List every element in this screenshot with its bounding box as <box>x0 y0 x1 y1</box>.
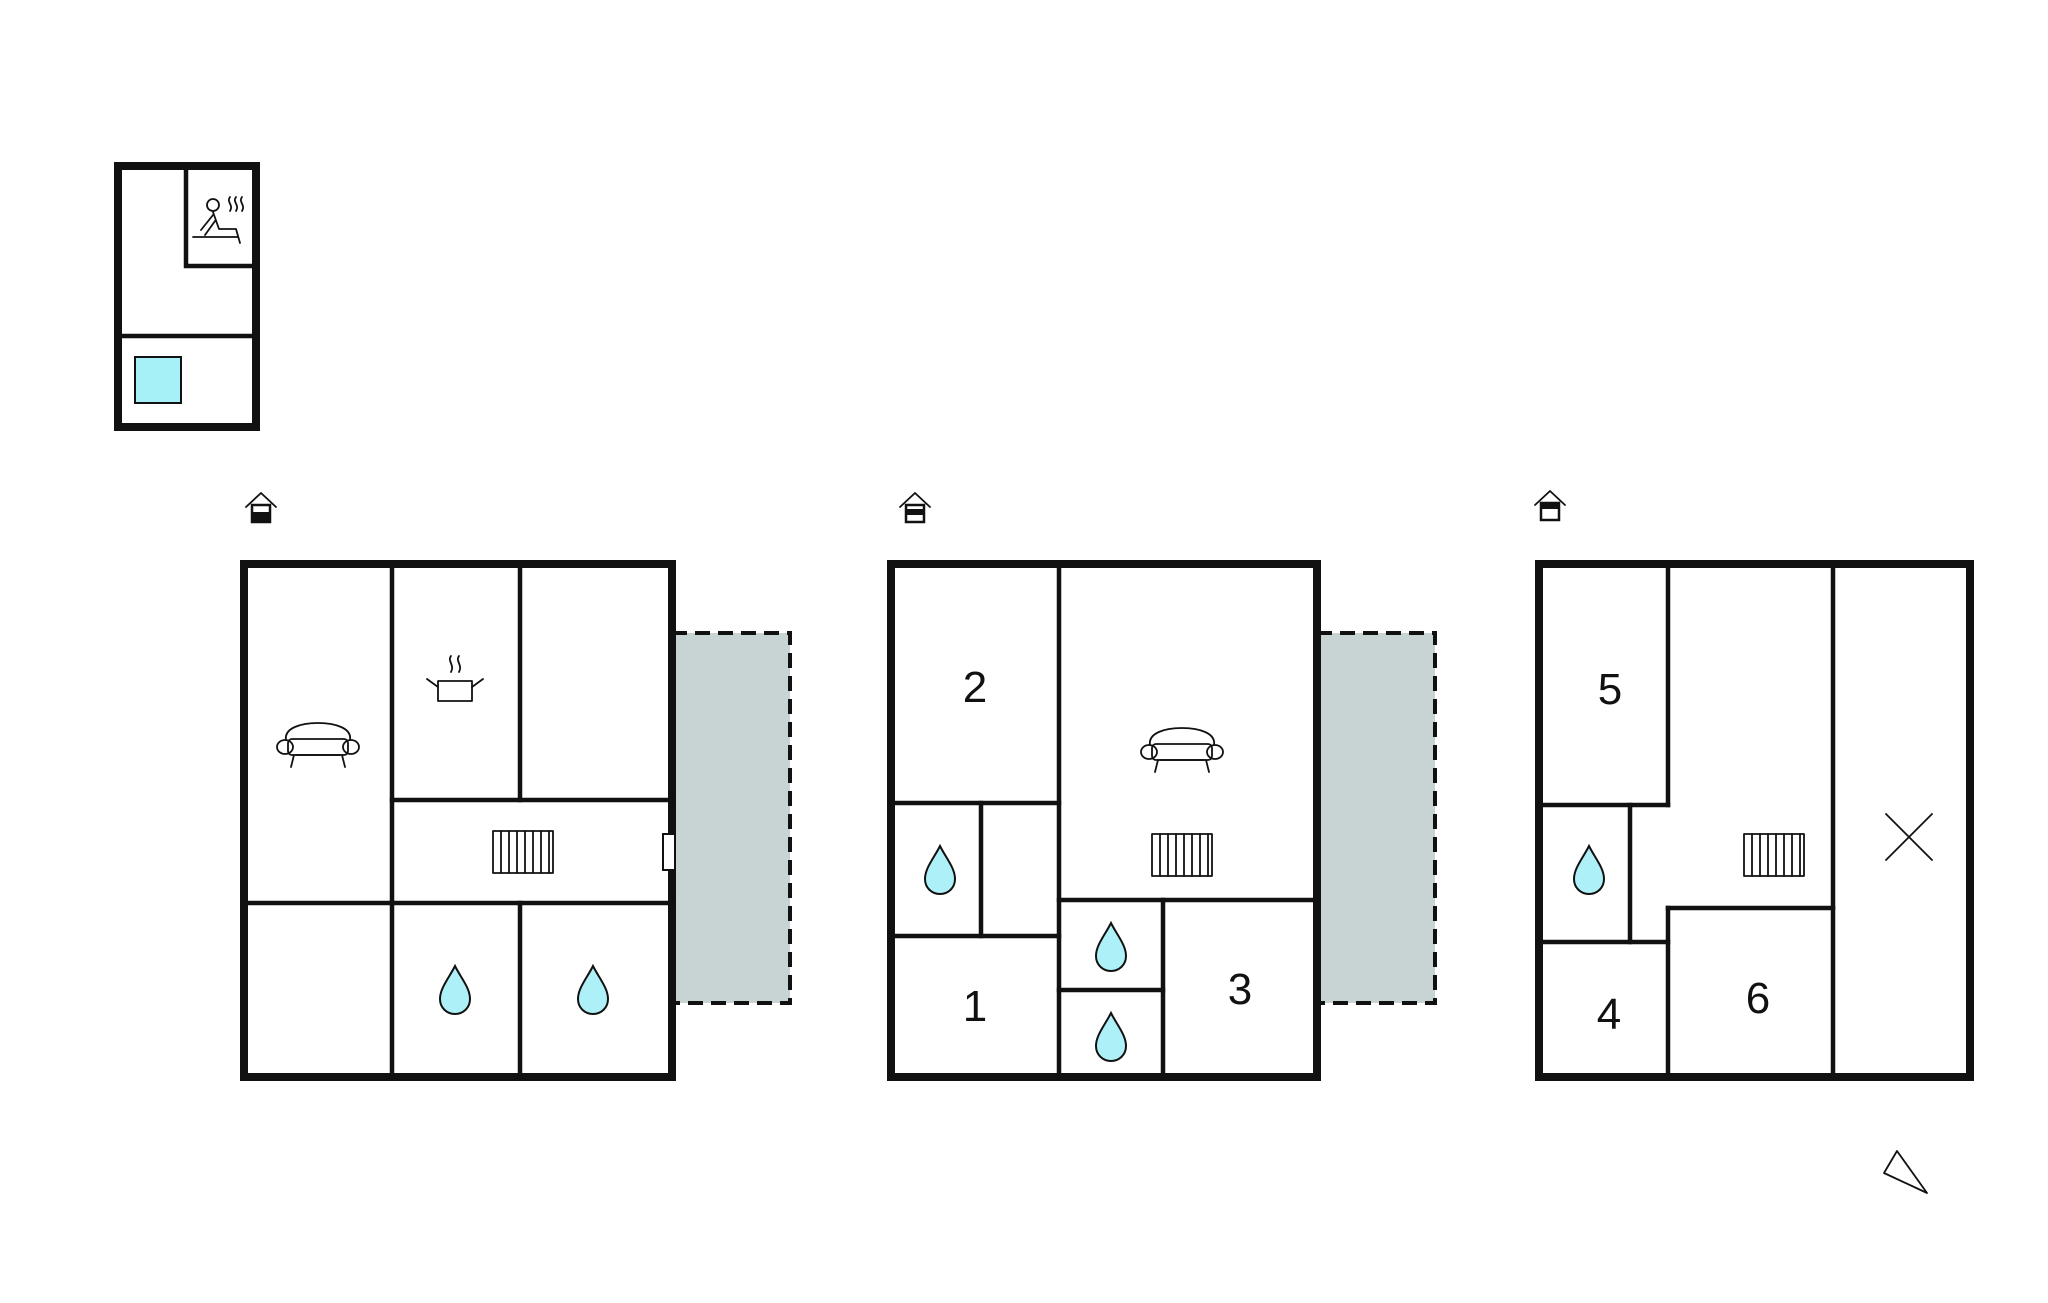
kitchen-pot-icon <box>426 655 484 702</box>
water-drop-icon <box>1095 1012 1127 1062</box>
sofa-icon <box>276 722 360 768</box>
outbuilding <box>114 162 260 431</box>
water-drop-icon <box>577 965 609 1015</box>
sauna-icon <box>192 196 245 244</box>
second-floor-icon <box>1533 489 1567 522</box>
pool-icon <box>134 356 182 404</box>
ground-floor-icon <box>244 491 278 524</box>
room-number: 6 <box>1746 974 1770 1023</box>
radiator-icon <box>1743 833 1805 877</box>
water-drop-icon <box>1573 845 1605 895</box>
radiator-icon <box>1151 833 1213 877</box>
north-arrow-icon <box>1883 1150 1928 1194</box>
water-drop-icon <box>1095 922 1127 972</box>
terrace <box>1315 631 1437 1005</box>
floor-first: 2 1 3 <box>887 491 1437 1081</box>
room-number: 2 <box>963 663 987 712</box>
room-number: 3 <box>1228 965 1252 1014</box>
water-drop-icon <box>439 965 471 1015</box>
door <box>662 833 676 871</box>
radiator-icon <box>492 830 554 874</box>
first-floor-icon <box>898 491 932 524</box>
water-drop-icon <box>924 845 956 895</box>
room-number: 5 <box>1598 665 1622 714</box>
floor-second: 5 4 6 <box>1533 489 1974 1081</box>
terrace <box>670 631 792 1005</box>
floor-ground <box>240 491 792 1081</box>
room-number: 4 <box>1597 990 1621 1039</box>
open-to-below-icon <box>1885 813 1933 861</box>
room-number: 1 <box>963 982 987 1031</box>
sofa-icon <box>1140 727 1224 773</box>
